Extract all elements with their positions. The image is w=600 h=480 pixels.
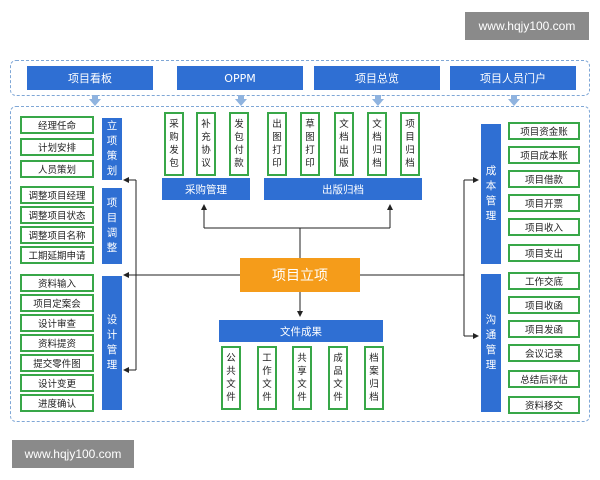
left-group-label: 立项策划 bbox=[102, 118, 122, 180]
right-item: 总结后评估 bbox=[508, 370, 580, 388]
right-item: 工作交底 bbox=[508, 272, 580, 290]
procurement-item: 补充协议 bbox=[196, 112, 216, 176]
right-group-label: 沟通管理 bbox=[481, 274, 501, 412]
right-item: 项目成本账 bbox=[508, 146, 580, 164]
left-item: 计划安排 bbox=[20, 138, 94, 156]
right-item: 项目收函 bbox=[508, 296, 580, 314]
top-node-board: 项目看板 bbox=[27, 66, 153, 90]
left-item: 进度确认 bbox=[20, 394, 94, 412]
watermark-top: www.hqjy100.com bbox=[465, 12, 589, 40]
main-frame bbox=[10, 106, 590, 422]
left-item: 调整项目状态 bbox=[20, 206, 94, 224]
left-group-label: 设计管理 bbox=[102, 276, 122, 410]
right-item: 项目发函 bbox=[508, 320, 580, 338]
left-item: 设计审查 bbox=[20, 314, 94, 332]
left-item: 调整项目名称 bbox=[20, 226, 94, 244]
left-item: 资料输入 bbox=[20, 274, 94, 292]
right-group-label: 成本管理 bbox=[481, 124, 501, 264]
center-node: 项目立项 bbox=[240, 258, 360, 292]
left-item: 项目定案会 bbox=[20, 294, 94, 312]
left-item: 资料提资 bbox=[20, 334, 94, 352]
top-frame bbox=[10, 60, 590, 96]
publishing-item: 草图打印 bbox=[300, 112, 320, 176]
documents-item: 公共文件 bbox=[221, 346, 241, 410]
top-node-oppm: OPPM bbox=[177, 66, 303, 90]
documents-label: 文件成果 bbox=[219, 320, 383, 342]
documents-item: 成品文件 bbox=[328, 346, 348, 410]
left-item: 设计变更 bbox=[20, 374, 94, 392]
left-item: 工期延期申请 bbox=[20, 246, 94, 264]
right-item: 项目收入 bbox=[508, 218, 580, 236]
right-item: 项目借款 bbox=[508, 170, 580, 188]
left-item: 提交零件图 bbox=[20, 354, 94, 372]
left-group-label: 项目调整 bbox=[102, 188, 122, 264]
right-item: 会议记录 bbox=[508, 344, 580, 362]
top-node-portal: 项目人员门户 bbox=[450, 66, 576, 90]
documents-item: 工作文件 bbox=[257, 346, 277, 410]
publishing-item: 文档归档 bbox=[367, 112, 387, 176]
right-item: 项目开票 bbox=[508, 194, 580, 212]
procurement-item: 采购发包 bbox=[164, 112, 184, 176]
left-item: 调整项目经理 bbox=[20, 186, 94, 204]
top-node-overview: 项目总览 bbox=[314, 66, 440, 90]
publishing-label: 出版归档 bbox=[264, 178, 422, 200]
documents-item: 档案归档 bbox=[364, 346, 384, 410]
procurement-label: 采购管理 bbox=[162, 178, 250, 200]
left-item: 经理任命 bbox=[20, 116, 94, 134]
right-item: 项目资金账 bbox=[508, 122, 580, 140]
publishing-item: 文档出版 bbox=[334, 112, 354, 176]
right-item: 资料移交 bbox=[508, 396, 580, 414]
right-item: 项目支出 bbox=[508, 244, 580, 262]
watermark-bottom: www.hqjy100.com bbox=[12, 440, 134, 468]
procurement-item: 发包付款 bbox=[229, 112, 249, 176]
documents-item: 共享文件 bbox=[292, 346, 312, 410]
publishing-item: 项目归档 bbox=[400, 112, 420, 176]
publishing-item: 出图打印 bbox=[267, 112, 287, 176]
left-item: 人员策划 bbox=[20, 160, 94, 178]
